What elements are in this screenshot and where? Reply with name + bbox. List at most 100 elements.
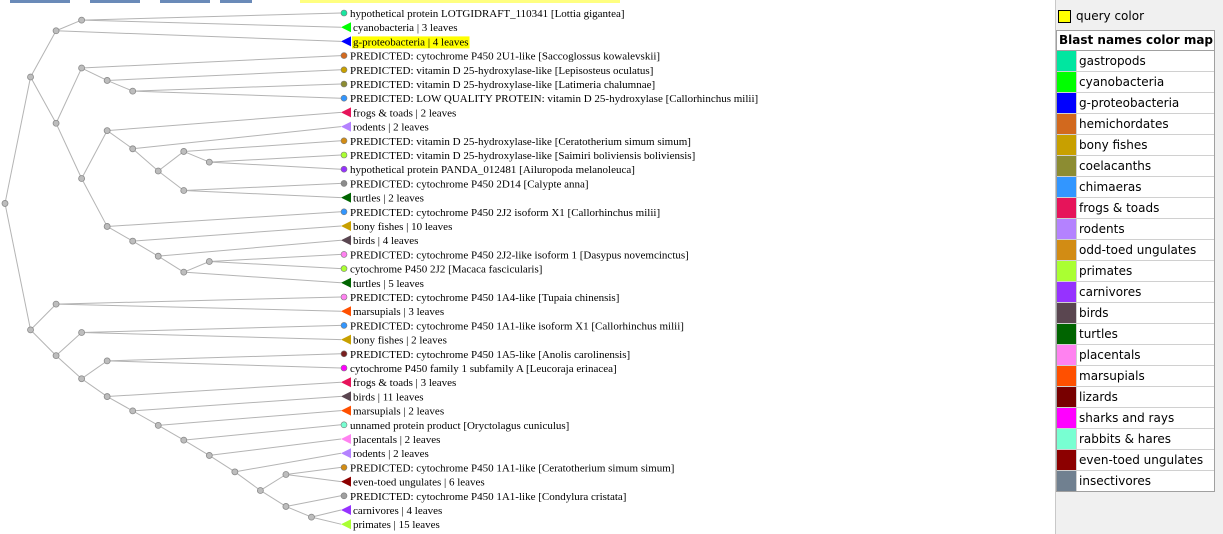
tree-node[interactable] xyxy=(129,145,137,153)
leaf-marker[interactable] xyxy=(340,151,348,159)
leaf-label[interactable]: cyanobacteria | 3 leaves xyxy=(353,22,458,34)
collapsed-group-marker[interactable] xyxy=(341,22,351,33)
leaf-label[interactable]: marsupials | 3 leaves xyxy=(353,306,444,318)
tree-node[interactable] xyxy=(129,87,137,95)
tree-node[interactable] xyxy=(78,175,86,182)
tree-node[interactable] xyxy=(103,393,111,400)
tree-node[interactable] xyxy=(27,326,34,334)
leaf-marker[interactable] xyxy=(340,364,348,372)
tree-node[interactable] xyxy=(180,436,188,444)
tree-node[interactable] xyxy=(103,357,111,365)
leaf-label[interactable]: hypothetical protein LOTGIDRAFT_110341 [… xyxy=(350,8,625,20)
leaf-marker[interactable] xyxy=(340,322,348,329)
toolbar-tab-3[interactable] xyxy=(160,0,210,3)
leaf-marker[interactable] xyxy=(340,350,348,358)
leaf-label[interactable]: PREDICTED: cytochrome P450 2J2-like isof… xyxy=(350,249,689,261)
leaf-label[interactable]: unnamed protein product [Oryctolagus cun… xyxy=(350,420,569,432)
leaf-marker[interactable] xyxy=(340,66,348,74)
tree-node[interactable] xyxy=(154,421,162,429)
leaf-label[interactable]: carnivores | 4 leaves xyxy=(353,505,442,517)
leaf-label[interactable]: PREDICTED: LOW QUALITY PROTEIN: vitamin … xyxy=(350,93,758,105)
tree-node[interactable] xyxy=(154,252,162,260)
collapsed-group-marker[interactable] xyxy=(341,448,351,459)
leaf-marker[interactable] xyxy=(340,165,348,173)
leaf-label[interactable]: even-toed ungulates | 6 leaves xyxy=(353,477,485,489)
collapsed-group-marker[interactable] xyxy=(341,36,351,47)
tree-node[interactable] xyxy=(129,407,137,415)
tree-node[interactable] xyxy=(205,258,213,265)
leaf-label[interactable]: placentals | 2 leaves xyxy=(353,434,440,446)
leaf-label[interactable]: marsupials | 2 leaves xyxy=(353,406,444,418)
leaf-label[interactable]: PREDICTED: vitamin D 25-hydroxylase-like… xyxy=(350,136,691,148)
collapsed-group-marker[interactable] xyxy=(341,235,351,246)
toolbar-tab-2[interactable] xyxy=(90,0,140,3)
collapsed-group-marker[interactable] xyxy=(341,434,351,444)
tree-node[interactable] xyxy=(205,158,213,166)
leaf-marker[interactable] xyxy=(340,94,348,102)
leaf-label[interactable]: turtles | 2 leaves xyxy=(353,193,424,205)
leaf-marker[interactable] xyxy=(340,293,348,301)
tree-node[interactable] xyxy=(282,503,290,510)
collapsed-group-marker[interactable] xyxy=(341,277,351,288)
tree-node[interactable] xyxy=(308,513,315,521)
tree-node[interactable] xyxy=(231,468,239,476)
leaf-label[interactable]: frogs & toads | 2 leaves xyxy=(353,107,456,119)
tree-node[interactable] xyxy=(78,375,86,383)
leaf-label[interactable]: bony fishes | 10 leaves xyxy=(353,221,452,233)
phylogenetic-tree[interactable]: hypothetical protein LOTGIDRAFT_110341 [… xyxy=(0,0,1055,534)
leaf-marker[interactable] xyxy=(340,208,348,216)
leaf-label[interactable]: PREDICTED: cytochrome P450 2D14 [Calypte… xyxy=(350,178,589,190)
leaf-marker[interactable] xyxy=(340,180,348,187)
tree-node[interactable] xyxy=(180,268,188,276)
leaf-marker[interactable] xyxy=(340,421,348,429)
tree-node[interactable] xyxy=(103,77,111,84)
tree-node[interactable] xyxy=(1,200,9,207)
tree-node[interactable] xyxy=(103,223,111,230)
tree-node[interactable] xyxy=(78,329,86,336)
leaf-marker[interactable] xyxy=(340,137,348,145)
toolbar-tab-1[interactable] xyxy=(10,0,70,3)
tree-node[interactable] xyxy=(180,187,188,194)
leaf-label[interactable]: rodents | 2 leaves xyxy=(353,122,429,134)
leaf-label[interactable]: PREDICTED: cytochrome P450 1A1-like [Cer… xyxy=(350,462,674,474)
tree-node[interactable] xyxy=(129,237,137,245)
leaf-label[interactable]: turtles | 5 leaves xyxy=(353,278,424,290)
leaf-label[interactable]: cytochrome P450 family 1 subfamily A [Le… xyxy=(350,363,617,375)
leaf-label[interactable]: PREDICTED: vitamin D 25-hydroxylase-like… xyxy=(350,65,653,77)
collapsed-group-marker[interactable] xyxy=(341,121,351,132)
tree-node[interactable] xyxy=(52,27,60,35)
leaf-label[interactable]: birds | 4 leaves xyxy=(353,235,418,247)
leaf-label[interactable]: g-proteobacteria | 4 leaves xyxy=(353,36,469,48)
leaf-label[interactable]: PREDICTED: cytochrome P450 1A5-like [Ano… xyxy=(350,349,630,361)
leaf-label[interactable]: birds | 11 leaves xyxy=(353,391,424,403)
tree-node[interactable] xyxy=(78,64,86,72)
collapsed-group-marker[interactable] xyxy=(341,221,351,231)
tree-node[interactable] xyxy=(27,73,34,81)
tree-node[interactable] xyxy=(154,167,162,175)
tree-node[interactable] xyxy=(52,300,60,308)
collapsed-group-marker[interactable] xyxy=(341,519,351,530)
collapsed-group-marker[interactable] xyxy=(341,377,351,388)
leaf-label[interactable]: frogs & toads | 3 leaves xyxy=(353,377,456,389)
leaf-label[interactable]: PREDICTED: cytochrome P450 2J2 isoform X… xyxy=(350,207,660,219)
toolbar-tab-4[interactable] xyxy=(220,0,252,3)
leaf-label[interactable]: PREDICTED: cytochrome P450 1A4-like [Tup… xyxy=(350,292,619,304)
collapsed-group-marker[interactable] xyxy=(341,334,351,345)
leaf-label[interactable]: bony fishes | 2 leaves xyxy=(353,335,447,347)
leaf-marker[interactable] xyxy=(340,9,348,17)
collapsed-group-marker[interactable] xyxy=(341,405,351,416)
tree-node[interactable] xyxy=(282,471,290,478)
leaf-label[interactable]: PREDICTED: cytochrome P450 2U1-like [Sac… xyxy=(350,51,660,63)
tree-node[interactable] xyxy=(256,487,264,494)
leaf-label[interactable]: PREDICTED: vitamin D 25-hydroxylase-like… xyxy=(350,79,655,91)
tree-node[interactable] xyxy=(205,452,213,459)
collapsed-group-marker[interactable] xyxy=(341,306,351,317)
collapsed-group-marker[interactable] xyxy=(341,476,351,487)
collapsed-group-marker[interactable] xyxy=(341,107,351,118)
leaf-marker[interactable] xyxy=(340,251,348,258)
collapsed-group-marker[interactable] xyxy=(341,192,351,203)
tree-node[interactable] xyxy=(78,16,86,24)
leaf-label[interactable]: rodents | 2 leaves xyxy=(353,448,429,460)
collapsed-group-marker[interactable] xyxy=(341,505,351,515)
leaf-label[interactable]: primates | 15 leaves xyxy=(353,519,440,531)
